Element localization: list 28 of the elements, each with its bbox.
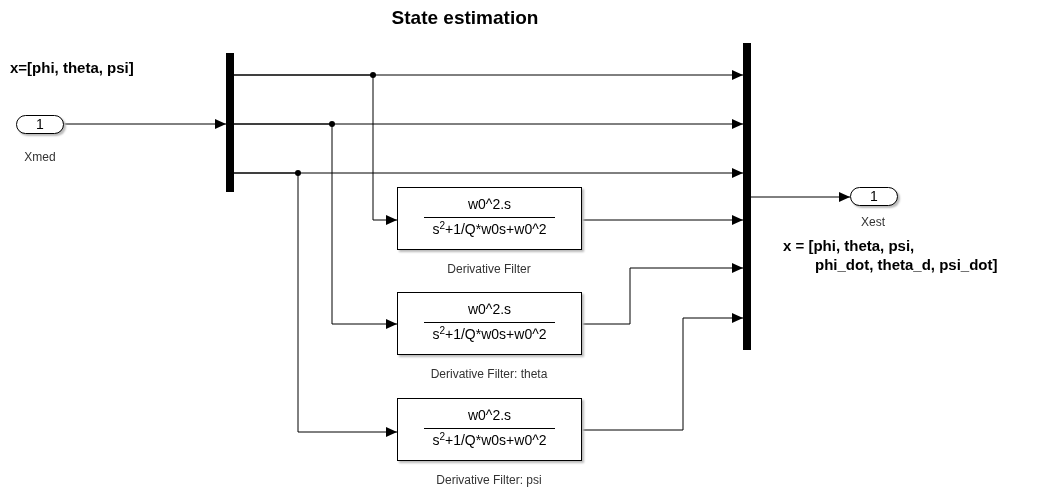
block-label: Xest — [861, 215, 885, 229]
signal-arrow — [233, 123, 398, 329]
signal-arrow — [581, 215, 744, 225]
signal-arrow — [750, 192, 851, 202]
transfer-function-block — [397, 292, 582, 355]
block-label: Xmed — [24, 150, 56, 164]
denominator: s$^{2}$+1/Q*w0s+w0^2 — [431, 221, 548, 238]
denominator: s$^{2}$+1/Q*w0s+w0^2 — [431, 432, 548, 449]
block-label: Derivative Filter: psi — [436, 473, 542, 487]
signal-arrow — [63, 119, 227, 129]
signal-arrow — [233, 74, 398, 225]
port-block: 1 — [16, 115, 64, 134]
block-label: Derivative Filter: theta — [430, 367, 548, 381]
port-block: 1 — [850, 187, 898, 206]
numerator: w0^2.s — [466, 301, 513, 318]
mux-bar — [743, 43, 751, 350]
block-label: Derivative Filter — [447, 262, 531, 276]
signal-arrow — [581, 313, 744, 431]
transfer-function-block — [397, 187, 582, 250]
numerator: w0^2.s — [466, 196, 513, 213]
transfer-function-block — [397, 398, 582, 461]
signal-annotation: x=[phi, theta, psi] — [10, 58, 134, 77]
denominator: s$^{2}$+1/Q*w0s+w0^2 — [431, 326, 548, 343]
diagram-title: State estimation — [390, 7, 540, 29]
mux-bar — [226, 53, 234, 192]
numerator: w0^2.s — [466, 407, 513, 424]
signal-arrow — [233, 172, 398, 437]
signal-arrow — [581, 263, 744, 325]
